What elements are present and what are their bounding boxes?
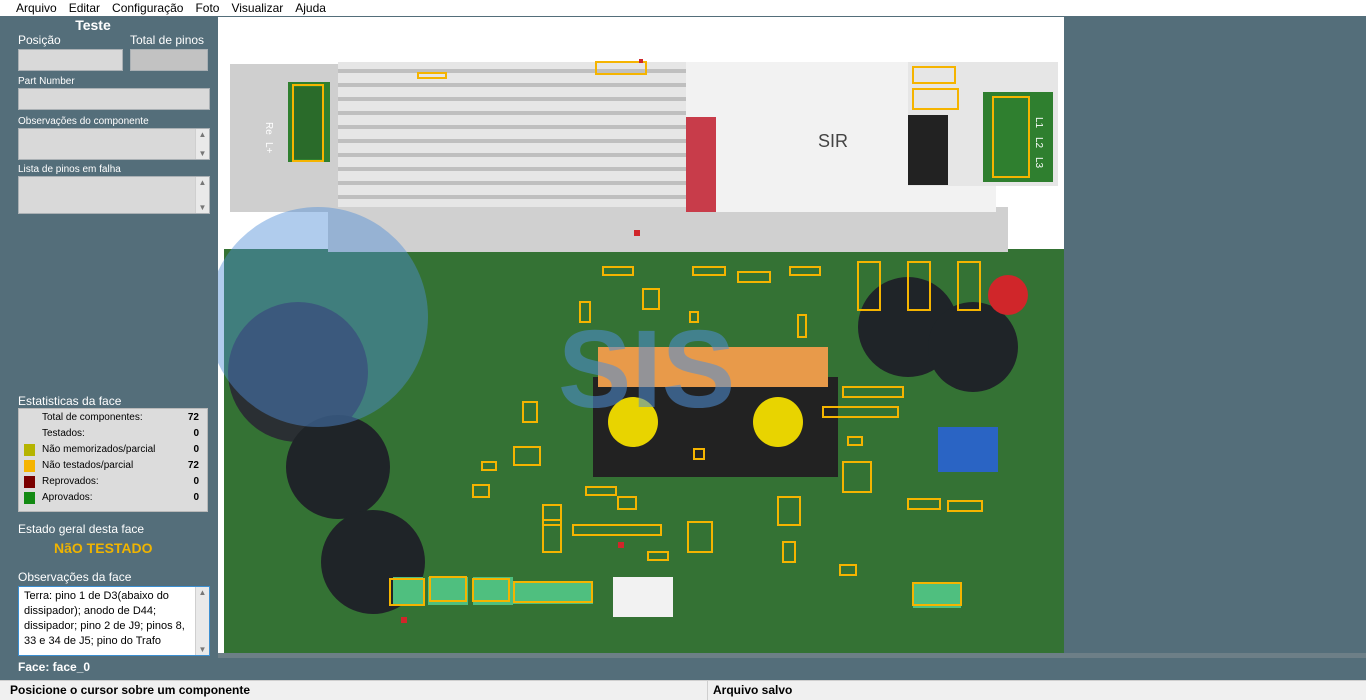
scroll-up-icon[interactable]: ▲ (198, 178, 207, 187)
stat-row-failed: Reprovados: 0 (19, 475, 209, 489)
part-number-field[interactable] (18, 88, 210, 110)
menu-configuracao[interactable]: Configuração (112, 1, 184, 15)
stat-value: 0 (193, 444, 199, 455)
position-field[interactable] (18, 49, 123, 71)
stat-label: Reprovados: (42, 476, 99, 487)
component-notes-scrollbar[interactable]: ▲▼ (195, 129, 209, 159)
legend-swatch-approved (24, 492, 35, 504)
inset-right-label: L1 (1033, 117, 1044, 129)
component-markers (292, 61, 1030, 606)
scroll-up-icon[interactable]: ▲ (198, 588, 207, 597)
legend-swatch-not-tested (24, 460, 35, 472)
stat-label: Não memorizados/parcial (42, 444, 156, 455)
total-pins-label: Total de pinos (130, 33, 205, 47)
legend-swatch-failed (24, 476, 35, 488)
inset-left-label: Re (263, 122, 274, 135)
menu-ajuda[interactable]: Ajuda (295, 1, 326, 15)
menu-arquivo[interactable]: Arquivo (16, 1, 57, 15)
status-left: Posicione o cursor sobre um componente (0, 681, 708, 700)
stat-row-approved: Aprovados: 0 (19, 491, 209, 505)
component-notes-field[interactable]: ▲▼ (18, 128, 210, 160)
stat-row-total: Total de componentes: 72 (19, 411, 209, 425)
board-photo[interactable]: Re L+ SIR L1 L2 L3 SIS (218, 17, 1064, 653)
stat-value: 0 (193, 476, 199, 487)
stat-value: 0 (193, 492, 199, 503)
stat-row-tested: Testados: 0 (19, 427, 209, 441)
status-bar: Posicione o cursor sobre um componente A… (0, 680, 1366, 700)
photo-scrollbar[interactable] (218, 653, 1366, 658)
inset-right-label: L2 (1033, 137, 1044, 149)
menu-foto[interactable]: Foto (195, 1, 220, 15)
stat-label: Total de componentes: (42, 412, 143, 423)
stat-value: 72 (187, 460, 199, 471)
menu-visualizar[interactable]: Visualizar (231, 1, 284, 15)
legend-swatch-not-memorized (24, 444, 35, 456)
component-notes-label: Observações do componente (18, 116, 149, 127)
stats-box: Total de componentes: 72 Testados: 0 Não… (18, 408, 208, 512)
status-right: Arquivo salvo (713, 683, 793, 697)
inset-left-label: L+ (263, 142, 274, 154)
stat-row-not-memorized: Não memorizados/parcial 0 (19, 443, 209, 457)
left-panel: Teste Posição Total de pinos Part Number… (10, 16, 216, 656)
stat-label: Não testados/parcial (42, 460, 134, 471)
menu-bar: Arquivo Editar Configuração Foto Visuali… (0, 0, 1366, 16)
stats-header: Estatisticas da face (18, 394, 122, 408)
scroll-down-icon[interactable]: ▼ (198, 149, 207, 158)
face-notes-label: Observações da face (18, 570, 132, 584)
face-notes-scrollbar[interactable]: ▲▼ (195, 587, 209, 655)
watermark-text: SIS (558, 308, 735, 431)
failed-pins-scrollbar[interactable]: ▲▼ (195, 177, 209, 213)
scroll-down-icon[interactable]: ▼ (198, 645, 207, 654)
panel-title: Teste (75, 17, 111, 33)
stat-value: 0 (193, 428, 199, 439)
face-name: Face: face_0 (18, 660, 91, 674)
face-state-value: NãO TESTADO (54, 540, 153, 556)
scroll-up-icon[interactable]: ▲ (198, 130, 207, 139)
face-notes-field[interactable]: Terra: pino 1 de D3(abaixo do dissipador… (18, 586, 210, 656)
failed-pins-field[interactable]: ▲▼ (18, 176, 210, 214)
stat-label: Testados: (42, 428, 85, 439)
position-label: Posição (18, 33, 61, 47)
stat-label: Aprovados: (42, 492, 93, 503)
face-notes-text: Terra: pino 1 de D3(abaixo do dissipador… (24, 590, 185, 647)
inset-text: SIR (818, 131, 848, 151)
board-photo-drawing: Re L+ SIR L1 L2 L3 SIS (218, 59, 1064, 653)
menu-editar[interactable]: Editar (68, 1, 101, 15)
stat-row-not-tested: Não testados/parcial 72 (19, 459, 209, 473)
pin-markers (401, 59, 643, 623)
inset-right-label: L3 (1033, 157, 1044, 169)
failed-pins-label: Lista de pinos em falha (18, 164, 121, 175)
total-pins-field[interactable] (130, 49, 208, 71)
face-state-label: Estado geral desta face (18, 522, 145, 536)
scroll-down-icon[interactable]: ▼ (198, 203, 207, 212)
stat-value: 72 (187, 412, 199, 423)
part-number-label: Part Number (18, 76, 75, 87)
